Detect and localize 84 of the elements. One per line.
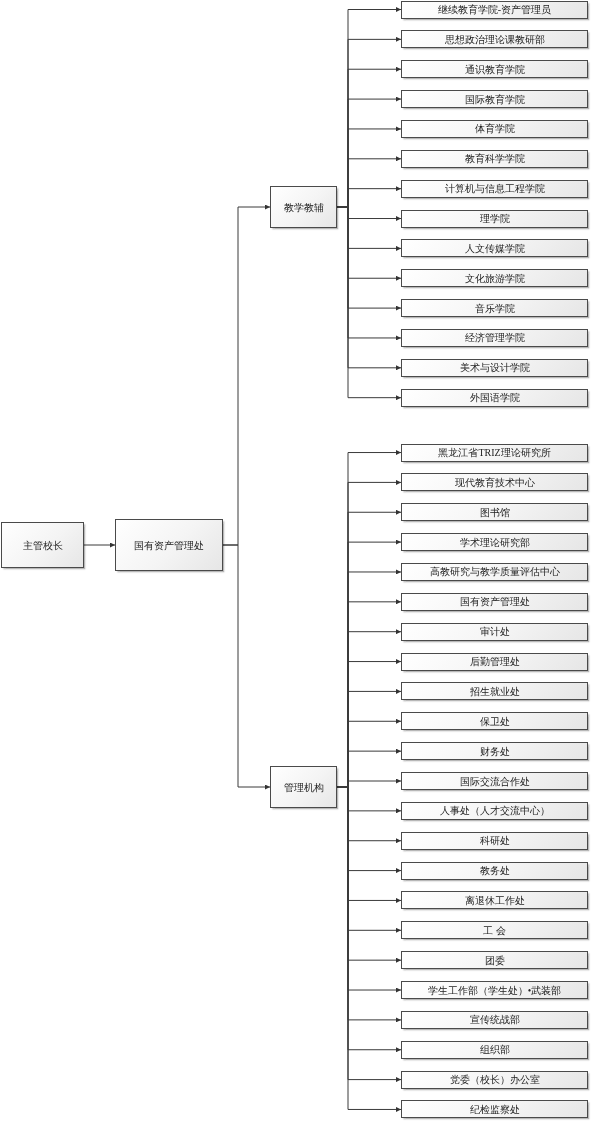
org-unit-box <box>401 473 588 492</box>
org-unit-box <box>401 90 588 109</box>
unit-name: 工 会 <box>483 924 506 936</box>
unit-name: 招生就业处 <box>469 685 520 697</box>
org-unit-box <box>401 742 588 761</box>
org-unit-box <box>401 269 588 288</box>
org-unit-box <box>270 186 337 228</box>
unit-name: 计算机与信息工程学院 <box>444 183 545 195</box>
unit-name: 教务处 <box>479 865 510 877</box>
org-unit-box <box>401 503 588 522</box>
org-unit-box <box>401 1070 588 1089</box>
org-unit-box <box>401 921 588 940</box>
org-unit-box <box>401 533 588 552</box>
org-unit-box <box>401 209 588 228</box>
unit-name: 宣传统战部 <box>469 1014 520 1026</box>
org-unit-box <box>401 831 588 850</box>
unit-name: 现代教育技术中心 <box>454 476 535 488</box>
org-unit-box <box>401 592 588 611</box>
unit-name: 文化旅游学院 <box>464 272 525 284</box>
org-unit-box <box>401 1100 588 1119</box>
unit-name: 教育科学学院 <box>464 153 525 165</box>
unit-name: 人文传媒学院 <box>464 242 525 254</box>
unit-name: 理学院 <box>479 213 510 224</box>
unit-name: 图书馆 <box>479 506 510 518</box>
org-unit-box <box>401 299 588 318</box>
unit-name: 团委 <box>484 954 505 966</box>
unit-name: 黑龙江省TRIZ理论研究所 <box>438 447 551 459</box>
unit-name: 体育学院 <box>474 123 515 135</box>
unit-name: 经济管理学院 <box>464 332 525 344</box>
unit-name: 外国语学院 <box>469 392 520 404</box>
unit-name: 离退休工作处 <box>464 894 525 906</box>
org-unit-box <box>115 519 223 571</box>
org-unit-box <box>401 239 588 258</box>
org-unit-box <box>401 149 588 168</box>
unit-name: 通识教育学院 <box>464 63 525 75</box>
org-unit-box <box>401 1010 588 1029</box>
org-unit-box <box>401 0 588 19</box>
unit-name: 组织部 <box>479 1044 510 1056</box>
org-unit-box <box>401 861 588 880</box>
unit-name: 党委（校长）办公室 <box>449 1074 540 1086</box>
org-unit-box <box>401 328 588 347</box>
org-unit-box <box>401 652 588 671</box>
unit-name: 思想政治理论课教研部 <box>444 33 545 45</box>
unit-name: 高教研究与教学质量评估中心 <box>429 566 560 578</box>
unit-name: 国有资产管理处 <box>459 596 530 608</box>
unit-name: 保卫处 <box>479 715 510 727</box>
unit-name: 纪检监察处 <box>469 1103 520 1115</box>
unit-name: 美术与设计学院 <box>459 362 530 374</box>
unit-name: 审计处 <box>479 626 510 638</box>
unit-name: 国际教育学院 <box>464 93 525 105</box>
org-unit-box <box>401 119 588 138</box>
unit-name: 音乐学院 <box>474 302 515 314</box>
connector-arrow <box>83 542 116 548</box>
unit-name: 主管校长 <box>22 539 63 551</box>
org-unit-box <box>401 622 588 641</box>
org-unit-box <box>270 766 337 808</box>
org-unit-box <box>401 443 588 462</box>
connector-arrow <box>222 544 271 790</box>
org-unit-box <box>401 562 588 581</box>
unit-name: 财务处 <box>479 745 510 757</box>
org-unit-box <box>401 981 588 999</box>
org-unit-box <box>401 30 588 49</box>
unit-name: 教学教辅 <box>283 201 324 213</box>
org-unit-box <box>401 179 588 198</box>
unit-name: 国有资产管理处 <box>134 539 204 551</box>
unit-name: 后勤管理处 <box>469 656 520 668</box>
unit-name: 国际交流合作处 <box>459 775 530 787</box>
org-unit-box <box>401 891 588 910</box>
org-unit-box <box>401 951 588 970</box>
org-unit-box <box>401 682 588 701</box>
unit-name: 学术理论研究部 <box>459 536 530 548</box>
org-unit-box <box>401 801 588 820</box>
org-unit-box <box>401 712 588 731</box>
org-unit-box <box>401 358 588 377</box>
unit-name: 人事处（人才交流中心） <box>439 805 550 817</box>
unit-name: 管理机构 <box>283 781 324 793</box>
unit-name: 继续教育学院-资产管理员 <box>437 4 552 15</box>
org-unit-box <box>401 60 588 79</box>
org-unit-box <box>1 522 84 568</box>
org-unit-box <box>401 1040 588 1059</box>
unit-name: 科研处 <box>479 835 510 847</box>
unit-name: 学生工作部（学生处）•武装部 <box>427 984 562 996</box>
org-unit-box <box>401 388 588 407</box>
org-unit-box <box>401 772 588 790</box>
